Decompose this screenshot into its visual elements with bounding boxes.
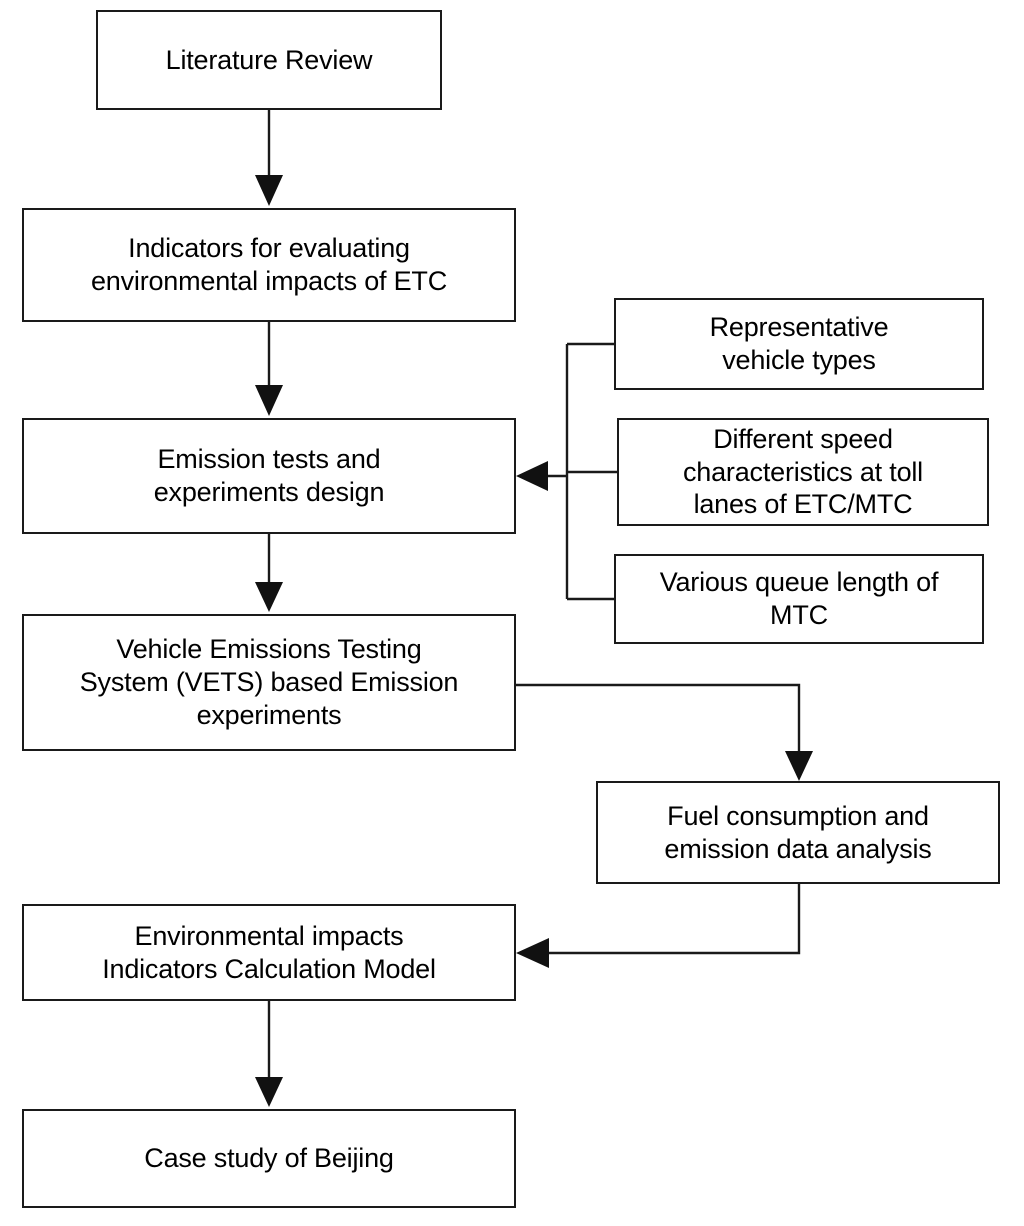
node-label: Representative vehicle types [709, 312, 889, 375]
node-label: Literature Review [165, 44, 373, 75]
node-speed-characteristics[interactable]: Different speed characteristics at toll … [617, 418, 989, 526]
node-label: Fuel consumption and emission data analy… [664, 800, 932, 864]
edge-environmental-impacts-to-case-study [255, 1001, 283, 1107]
node-literature-review[interactable]: Literature Review [96, 10, 442, 110]
arrowhead-icon [785, 751, 813, 781]
arrowhead-icon [516, 461, 548, 491]
node-label: Indicators for evaluating environmental … [90, 233, 448, 296]
node-emission-tests[interactable]: Emission tests and experiments design [22, 418, 516, 534]
node-vets[interactable]: Vehicle Emissions Testing System (VETS) … [22, 614, 516, 751]
node-label: Various queue length of MTC [659, 567, 939, 630]
arrowhead-icon [516, 938, 549, 968]
arrowhead-icon [255, 175, 283, 206]
node-queue-length[interactable]: Various queue length of MTC [614, 554, 984, 644]
node-label: Different speed characteristics at toll … [683, 423, 923, 520]
edge-literature-to-indicators [255, 110, 283, 206]
node-label: Environmental impacts Indicators Calcula… [102, 920, 436, 984]
node-indicators[interactable]: Indicators for evaluating environmental … [22, 208, 516, 322]
node-case-study[interactable]: Case study of Beijing [22, 1109, 516, 1208]
node-environmental-impacts[interactable]: Environmental impacts Indicators Calcula… [22, 904, 516, 1001]
node-label: Case study of Beijing [144, 1143, 394, 1174]
edge-fuel-consumption-to-environmental-impacts [516, 884, 801, 968]
node-fuel-consumption[interactable]: Fuel consumption and emission data analy… [596, 781, 1000, 884]
edge-vets-to-fuel-consumption [516, 683, 813, 781]
node-label: Emission tests and experiments design [153, 444, 385, 507]
arrowhead-icon [255, 582, 283, 612]
arrowhead-icon [255, 385, 283, 416]
arrowhead-icon [255, 1077, 283, 1107]
edge-indicators-to-emission-tests [255, 322, 283, 416]
edge-inputs-bracket-to-emission-tests [516, 342, 617, 601]
edge-emission-tests-to-vets [255, 534, 283, 612]
node-label: Vehicle Emissions Testing System (VETS) … [79, 634, 459, 730]
node-representative-vehicle-types[interactable]: Representative vehicle types [614, 298, 984, 390]
